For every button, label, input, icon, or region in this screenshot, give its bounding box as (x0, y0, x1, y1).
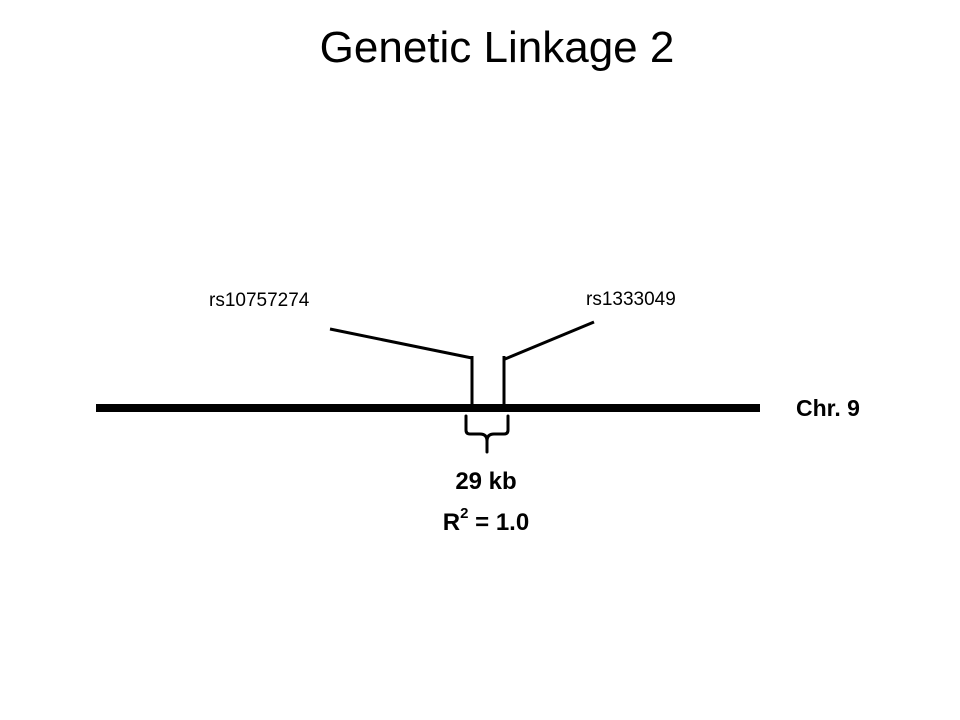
r2-value: = 1.0 (468, 509, 530, 536)
linkage-r2-label: R2 = 1.0 (386, 506, 586, 540)
chromosome-label: Chr. 9 (796, 395, 860, 421)
r2-symbol: R (442, 509, 461, 536)
interval-brace (464, 414, 510, 454)
distance-label: 29 kb (455, 468, 517, 495)
snp-label-rs10757274: rs10757274 (209, 290, 310, 311)
leader-line-rs10757274 (329, 327, 473, 360)
page-title: Genetic Linkage 2 (319, 23, 675, 72)
leader-line-rs1333049 (504, 320, 595, 361)
snp-label-rs1333049: rs1333049 (586, 289, 676, 310)
r2-exponent: 2 (460, 505, 469, 522)
